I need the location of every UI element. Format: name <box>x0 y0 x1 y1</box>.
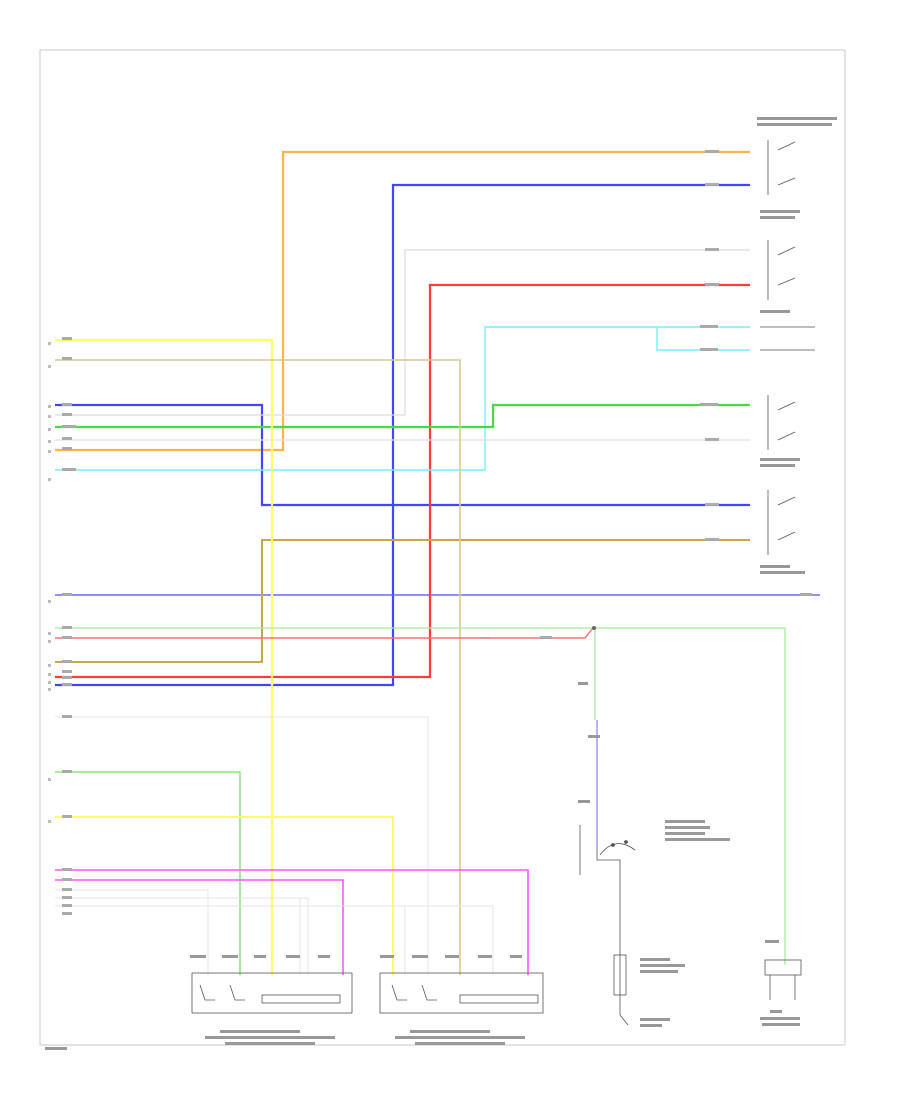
ground-module-labels <box>760 940 800 1026</box>
switch-group-top <box>760 140 815 555</box>
wire-cyan <box>55 326 750 471</box>
wire-red-top <box>55 283 750 679</box>
wire-white-lower <box>55 716 429 975</box>
wire-tag-marks <box>700 150 812 596</box>
wire-yellow <box>55 338 274 975</box>
left-pin-tags <box>62 337 76 915</box>
resistor-tag <box>540 636 552 639</box>
wire-pink-2 <box>55 879 344 975</box>
switch-labels <box>757 117 837 574</box>
wire-pink-1 <box>55 869 529 975</box>
wire-yellow-lower <box>55 816 394 975</box>
wire-white-top <box>55 249 750 416</box>
wire-white-c <box>55 905 494 975</box>
connector-left-labels <box>190 955 335 1045</box>
wire-brown <box>55 539 750 663</box>
transmission-range-switch <box>579 825 636 900</box>
wire-white-a <box>55 889 209 975</box>
wire-tan <box>55 359 461 975</box>
wire-white-d <box>299 898 406 975</box>
wire-red-lower <box>55 627 594 639</box>
transmission-labels <box>578 682 730 841</box>
connector-left <box>191 972 353 1014</box>
left-pin-numbers <box>48 342 51 823</box>
footer-code-mark <box>45 1047 67 1050</box>
wire-blue-middle <box>55 403 750 507</box>
sensor-module-right <box>613 900 629 1026</box>
wire-white-b <box>55 897 309 975</box>
sensor-module-labels <box>640 958 685 1027</box>
wire-cyan-branch <box>656 327 750 351</box>
ground-module <box>764 959 802 1000</box>
wire-lightgreen <box>55 627 786 965</box>
connector-right <box>379 972 544 1014</box>
wire-blue-top <box>55 183 750 687</box>
junction-dot <box>592 626 596 630</box>
wire-orange <box>55 150 750 452</box>
diagram-frame <box>39 49 846 1046</box>
wire-green <box>55 403 750 429</box>
connector-right-labels <box>380 955 525 1045</box>
wire-green-lower <box>55 771 241 975</box>
